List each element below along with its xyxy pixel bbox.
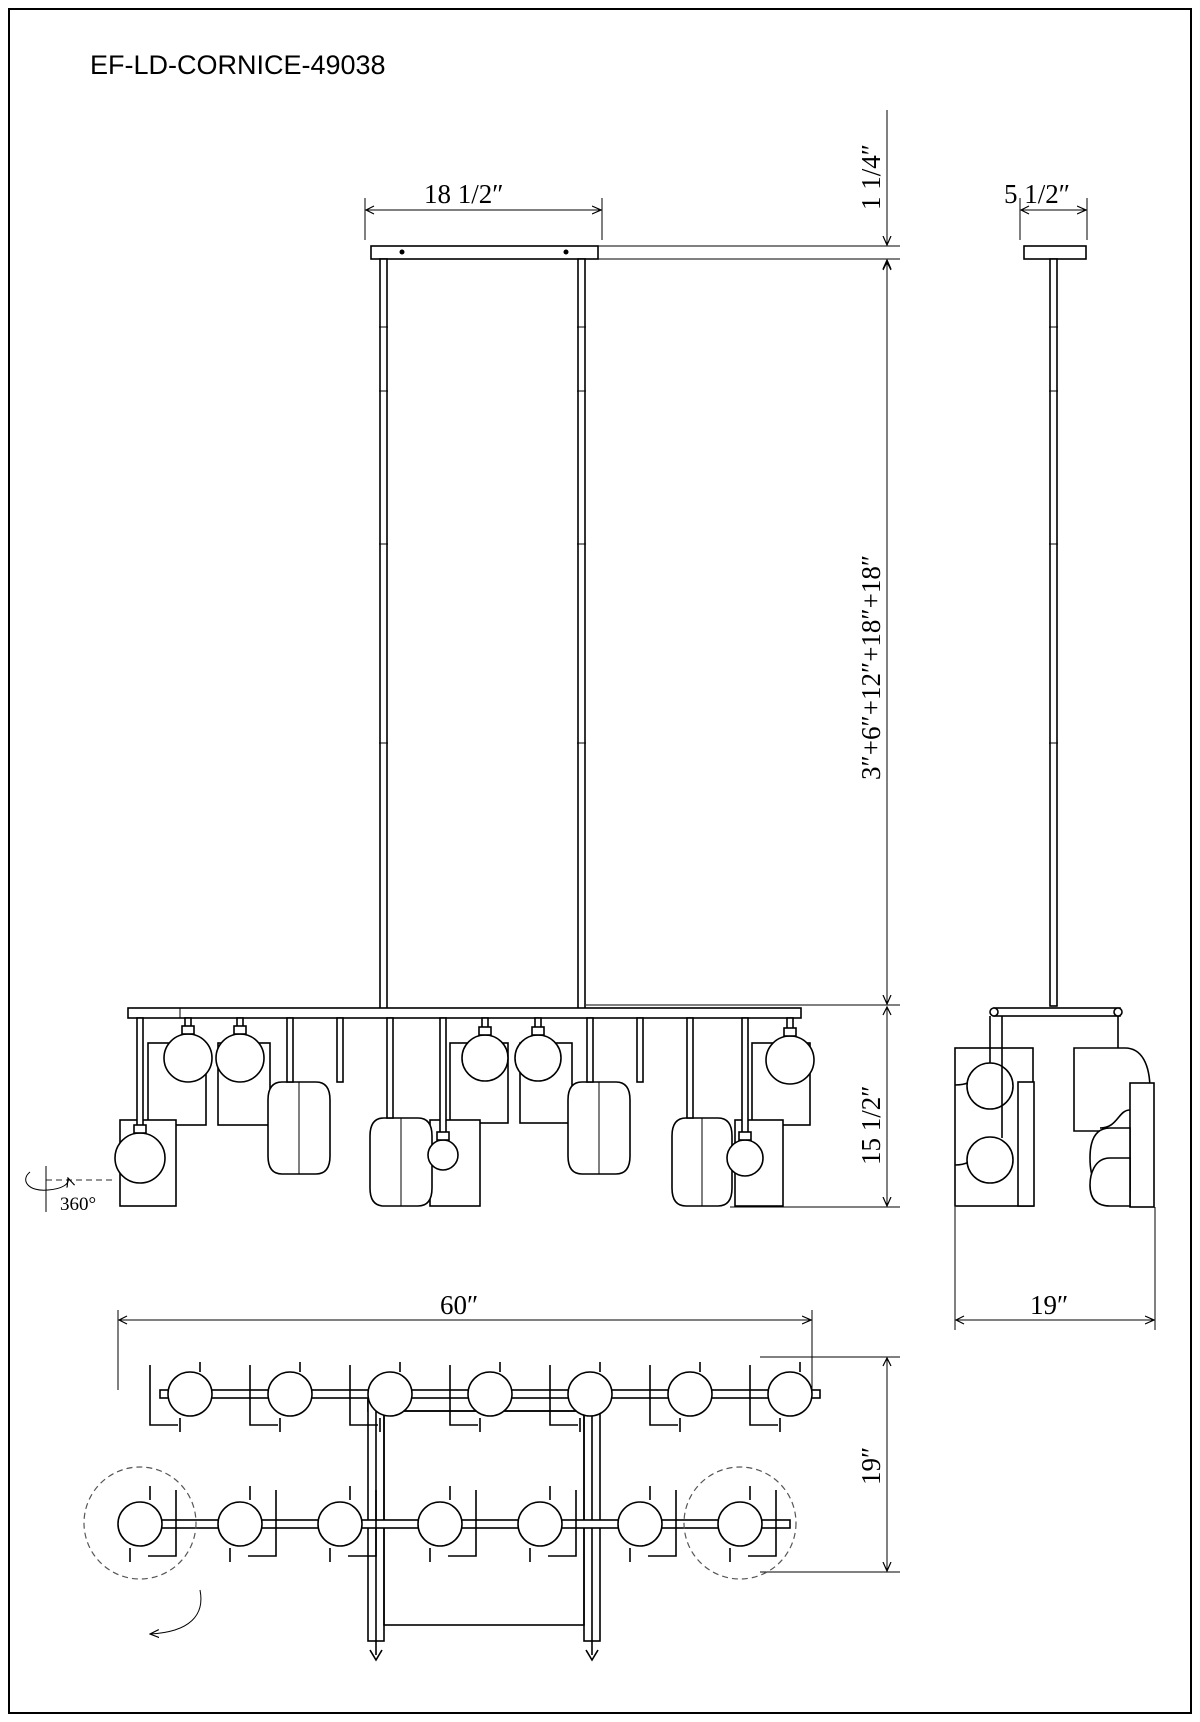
fixture-bar — [127, 1007, 802, 1019]
drawing-border — [8, 8, 1192, 1714]
model-title: EF-LD-CORNICE-49038 — [90, 50, 386, 80]
dim-canopy-width: 18 1/2″ — [424, 179, 504, 209]
globe-shade — [765, 1035, 815, 1085]
socket-cup — [181, 1025, 195, 1035]
suspension-rods — [379, 258, 586, 1010]
side-view — [954, 245, 1155, 1208]
plan-bracket — [248, 1490, 277, 1557]
plan-globe — [217, 1501, 263, 1547]
plan-globe — [467, 1371, 513, 1417]
plan-globe — [517, 1501, 563, 1547]
socket-cup — [783, 1027, 797, 1037]
pendant-stem — [336, 1017, 344, 1083]
globe-shade — [514, 1034, 562, 1082]
dim-canopy-depth: 5 1/2″ — [1004, 179, 1070, 209]
pendant-stem — [636, 1017, 644, 1083]
plan-bracket — [348, 1490, 377, 1557]
front-view — [114, 245, 815, 1207]
plan-globe — [567, 1371, 613, 1417]
plan-bracket — [448, 1490, 477, 1557]
plan-view — [83, 1362, 821, 1662]
globe-shade — [726, 1139, 764, 1177]
pendant-stem — [286, 1017, 294, 1083]
plan-bracket — [149, 1365, 178, 1426]
globe-shade — [427, 1139, 459, 1171]
socket-cup — [738, 1131, 752, 1141]
socket-cup — [436, 1131, 450, 1141]
plan-bracket — [749, 1365, 778, 1426]
canopy — [370, 245, 599, 260]
globe-shade — [461, 1034, 509, 1082]
side-rod — [1049, 258, 1058, 1007]
plan-bracket — [748, 1490, 777, 1557]
dimension-lines: 18 1/2″ 1 1/4″ 3″+6″+12″+18″+18″ 15 1/2″… — [117, 110, 1156, 1573]
front-pendants — [114, 1017, 815, 1207]
pendant-stem — [386, 1017, 394, 1119]
globe-shade — [114, 1132, 166, 1184]
globe-shade — [163, 1033, 213, 1083]
plan-bracket — [249, 1365, 278, 1426]
pendant-stem — [741, 1017, 749, 1141]
plan-globe — [617, 1501, 663, 1547]
globe-shade — [215, 1033, 265, 1083]
plan-globe — [267, 1371, 313, 1417]
plan-bracket — [549, 1365, 578, 1426]
plan-globe — [367, 1371, 413, 1417]
side-canopy — [1023, 245, 1087, 260]
plan-globe — [317, 1501, 363, 1547]
dim-overall-length: 60″ — [440, 1290, 478, 1320]
rotation-symbol: 360° — [25, 1166, 112, 1215]
socket-cup — [478, 1026, 492, 1036]
plan-globe — [417, 1501, 463, 1547]
plan-globe — [667, 1371, 713, 1417]
socket-cup — [531, 1026, 545, 1036]
rotation-label: 360° — [60, 1194, 96, 1215]
socket-cup — [233, 1025, 247, 1035]
dim-fixture-height: 15 1/2″ — [856, 1086, 886, 1166]
dim-rod-lengths: 3″+6″+12″+18″+18″ — [856, 555, 886, 780]
plan-lamps — [117, 1362, 813, 1562]
plan-bracket — [649, 1365, 678, 1426]
plan-bracket — [349, 1365, 378, 1426]
plan-bracket — [148, 1490, 177, 1557]
pendant-stem — [586, 1017, 594, 1083]
plan-globe — [167, 1371, 213, 1417]
plan-globe — [767, 1371, 813, 1417]
dim-overall-depth: 19″ — [856, 1447, 886, 1485]
plan-bracket — [548, 1490, 577, 1557]
pendant-stem — [136, 1017, 144, 1129]
dim-side-width: 19″ — [1030, 1290, 1068, 1320]
pendant-stem — [686, 1017, 694, 1119]
pendant-stem — [439, 1017, 447, 1141]
plan-bracket — [449, 1365, 478, 1426]
plan-bracket — [648, 1490, 677, 1557]
dim-canopy-height: 1 1/4″ — [856, 144, 886, 210]
socket-cup — [133, 1124, 147, 1134]
plan-globe — [717, 1501, 763, 1547]
plan-globe — [117, 1501, 163, 1547]
